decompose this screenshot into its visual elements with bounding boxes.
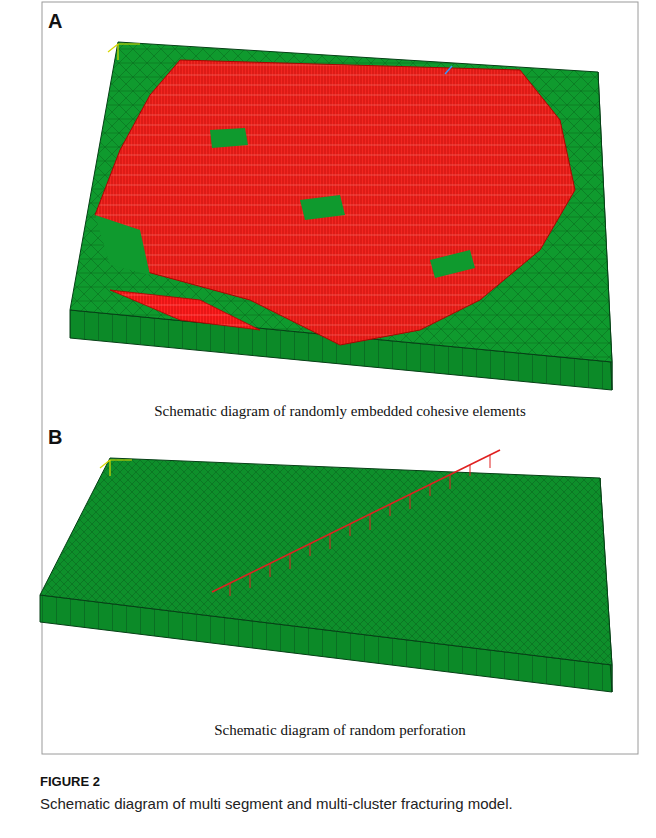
panel-letter: A [48, 10, 62, 33]
slab-b [40, 450, 612, 692]
slab-a [70, 42, 612, 390]
panel-caption: Schematic diagram of randomly embedded c… [42, 403, 638, 420]
figure-caption: Schematic diagram of multi segment and m… [40, 794, 600, 814]
figure-number: FIGURE 2 [40, 774, 100, 789]
panel-letter: B [48, 426, 62, 449]
panel-caption: Schematic diagram of random perforation [42, 722, 638, 739]
